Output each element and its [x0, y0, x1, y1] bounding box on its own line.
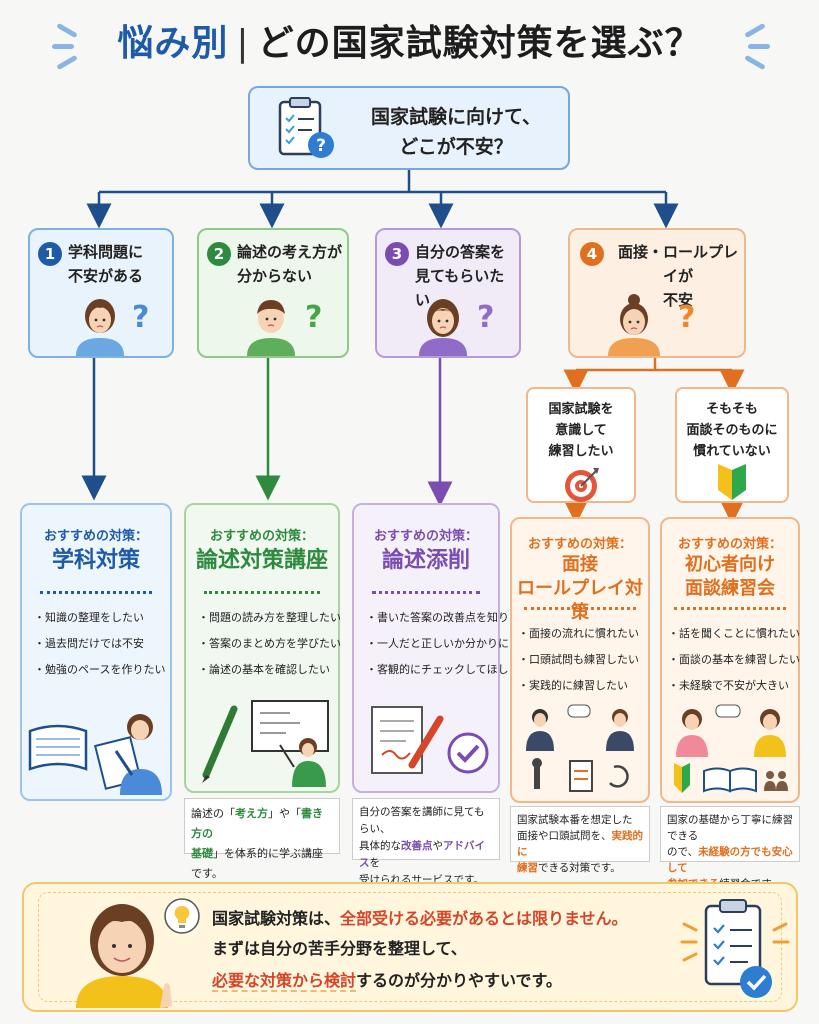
card-item: 口頭試問も練習したい — [518, 647, 642, 673]
divider — [204, 591, 320, 594]
root-line-2: どこが不安？ — [399, 136, 513, 158]
category-2-number: 2 — [207, 242, 231, 266]
card-item: 未経験で不安が大きい — [668, 673, 792, 699]
summary-line-3: 必要な対策から検討するのが分かりやすいです。 — [212, 971, 562, 990]
target-icon — [565, 468, 599, 502]
category-1-number: 1 — [38, 242, 62, 266]
summary-line-2: まずは自分の苦手分野を整理して、 — [212, 939, 467, 958]
question-mark-icon: ? — [305, 300, 323, 335]
card-title: 論述対策講座 — [195, 548, 328, 573]
clipboard-question-icon: ? — [278, 97, 334, 158]
question-mark-icon: ? — [678, 300, 696, 335]
card-title: 学科対策 — [51, 548, 140, 573]
essay-course-note: 論述の「考え方」や「書き方の基礎」を体系的に学ぶ講座です。 — [184, 798, 340, 880]
question-mark-icon: ? — [132, 300, 150, 335]
card-item: 問題の読み方を整理したい — [198, 605, 341, 631]
worried-person-icon — [419, 299, 467, 356]
recommend-card-essay-course: おすすめの対策： 論述対策講座 問題の読み方を整理したい 答案のまとめ方を学びた… — [184, 503, 341, 793]
recommend-card-essay-review: おすすめの対策： 論述添削 書いた答案の改善点を知りたい 一人だと正しいか分かり… — [352, 503, 531, 793]
card-item: 話を聞くことに慣れたい — [668, 621, 800, 647]
category-4-box: 4 面接・ロールプレイが 不安 ? — [568, 228, 746, 358]
worried-person-icon — [247, 300, 295, 356]
category-2-box: 2 論述の考え方が 分からない ? — [197, 228, 349, 358]
card-rec-label: おすすめの対策： — [527, 537, 632, 552]
card-rec-label: おすすめの対策： — [677, 537, 782, 552]
sub-option-label: そもそも 面談そのものに 慣れていない — [686, 402, 778, 459]
lecture-illustration-icon — [202, 700, 329, 787]
divider — [524, 607, 636, 610]
category-1-label: 学科問題に 不安がある — [68, 243, 144, 285]
category-2-label: 論述の考え方が 分からない — [237, 243, 343, 285]
root-line-1: 国家試験に向けて、 — [370, 106, 542, 128]
card-item: 書いた答案の改善点を知りたい — [366, 605, 531, 631]
category-4-number: 4 — [580, 242, 604, 266]
advisor-person-icon — [76, 898, 200, 1008]
worried-person-icon — [76, 299, 124, 356]
studying-illustration-icon — [28, 714, 162, 795]
root-question-box: ? 国家試験に向けて、 どこが不安？ — [248, 86, 570, 170]
beginner-mark-icon — [718, 464, 746, 500]
card-item: 一人だと正しいか分かりにくい — [366, 631, 531, 657]
card-rec-label: おすすめの対策： — [43, 529, 148, 544]
svg-text:?: ? — [316, 136, 326, 156]
card-rec-label: おすすめの対策： — [373, 529, 478, 544]
divider — [372, 591, 480, 594]
card-item: 面談の基本を練習したい — [668, 647, 800, 673]
divider — [40, 591, 152, 594]
recommend-card-academic: おすすめの対策： 学科対策 知識の整理をしたい 過去問だけでは不安 勉強のペース… — [20, 503, 172, 801]
summary-banner: 国家試験対策は、全部受ける必要があるとは限りません。 まずは自分の苦手分野を整理… — [22, 882, 798, 1012]
card-title: 面接 ロールプレイ対策 — [517, 554, 643, 623]
question-mark-icon: ? — [477, 300, 495, 335]
card-item: 面接の流れに慣れたい — [518, 621, 642, 647]
card-title: 初心者向け 面談練習会 — [685, 554, 775, 599]
card-item: 過去問だけでは不安 — [34, 631, 164, 657]
category-3-box: 3 自分の答案を 見てもらいたい ? — [375, 228, 521, 358]
category-1-box: 1 学科問題に 不安がある ? — [28, 228, 174, 358]
card-item: 答案のまとめ方を学びたい — [198, 631, 341, 657]
category-3-label: 自分の答案を 見てもらいたい — [415, 243, 506, 309]
correction-illustration-icon — [371, 706, 489, 774]
card-item: 実践的に練習したい — [518, 673, 642, 699]
title-left: 悩み別 — [117, 23, 229, 64]
checklist-clipboard-icon — [680, 899, 790, 998]
worried-person-icon — [608, 294, 660, 356]
card-item: 論述の基本を確認したい — [198, 657, 332, 683]
recommend-card-beginner: おすすめの対策： 初心者向け 面談練習会 話を聞くことに慣れたい 面談の基本を練… — [660, 517, 800, 803]
sub-option-exam-practice: 国家試験を 意識して 練習したい — [526, 387, 636, 503]
title-deco-icon — [748, 44, 770, 49]
practice-illustration-icon — [674, 704, 788, 793]
sub-option-label: 国家試験を 意識して 練習したい — [548, 402, 614, 459]
sub-option-interview-beginner: そもそも 面談そのものに 慣れていない — [675, 387, 789, 503]
title-right: どの国家試験対策を選ぶ？ — [257, 23, 702, 64]
essay-review-note: 自分の答案を講師に見てもらい、具体的な改善点やアドバイスを受けられるサービスです… — [352, 798, 500, 886]
card-item: 勉強のペースを作りたい — [34, 657, 165, 683]
title-deco-icon — [52, 44, 74, 49]
recommend-card-interview: おすすめの対策： 面接 ロールプレイ対策 面接の流れに慣れたい 口頭試問も練習し… — [510, 517, 650, 803]
page-title: 悩み別|どの国家試験対策を選ぶ？ — [0, 14, 819, 72]
card-rec-label: おすすめの対策： — [209, 529, 314, 544]
summary-line-1: 国家試験対策は、全部受ける必要があるとは限りません。 — [212, 909, 628, 928]
title-separator: | — [236, 23, 250, 64]
interview-note: 国家試験本番を想定した面接や口頭試問を、実践的に練習できる対策です。 — [510, 806, 650, 874]
card-item: 客観的にチェックしてほしい — [366, 657, 520, 683]
category-3-number: 3 — [385, 242, 409, 266]
divider — [674, 607, 786, 610]
card-item: 知識の整理をしたい — [34, 605, 164, 631]
interview-illustration-icon — [526, 704, 634, 792]
category-4-label: 面接・ロールプレイが 不安 — [617, 243, 738, 309]
card-title: 論述添削 — [381, 548, 470, 573]
